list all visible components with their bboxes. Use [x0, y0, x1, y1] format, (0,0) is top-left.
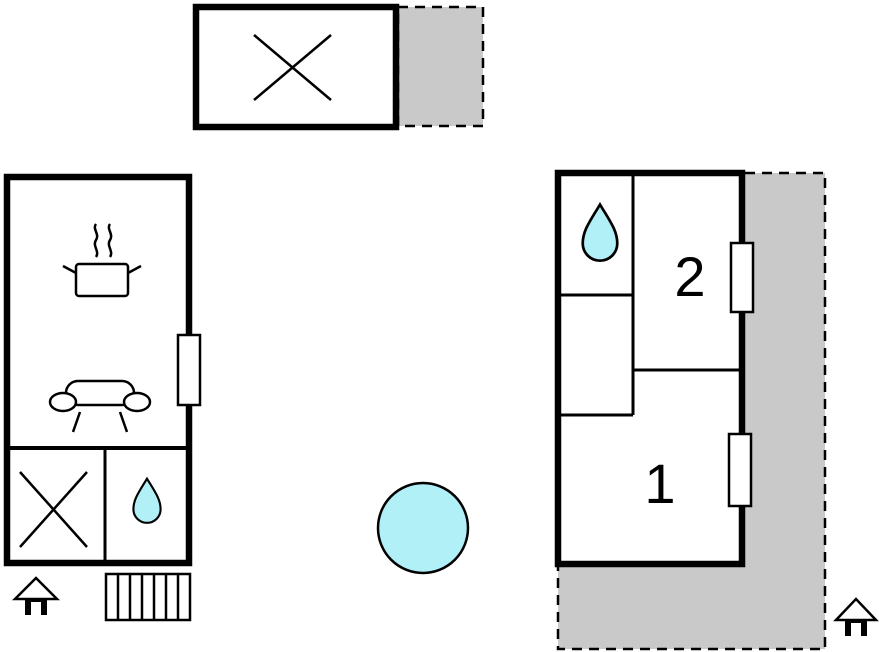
cross-symbol-icon — [253, 34, 332, 101]
hot-tub-icon — [376, 481, 470, 575]
window-icon — [727, 432, 753, 508]
water-drop-icon — [581, 201, 619, 263]
water-drop-icon — [132, 476, 162, 524]
house-entrance-icon — [833, 597, 879, 636]
stairs-icon — [104, 572, 192, 622]
sofa-icon — [48, 379, 152, 433]
cross-symbol-icon — [19, 471, 88, 548]
bedroom-2-label: 2 — [674, 245, 705, 308]
window-icon — [729, 241, 755, 314]
annex-room — [192, 3, 400, 131]
window-icon — [176, 333, 202, 407]
stove-pot-icon — [62, 223, 142, 298]
terrace-top — [396, 5, 485, 128]
house-entrance-icon — [11, 576, 61, 615]
bedroom-1-label: 1 — [644, 452, 675, 515]
